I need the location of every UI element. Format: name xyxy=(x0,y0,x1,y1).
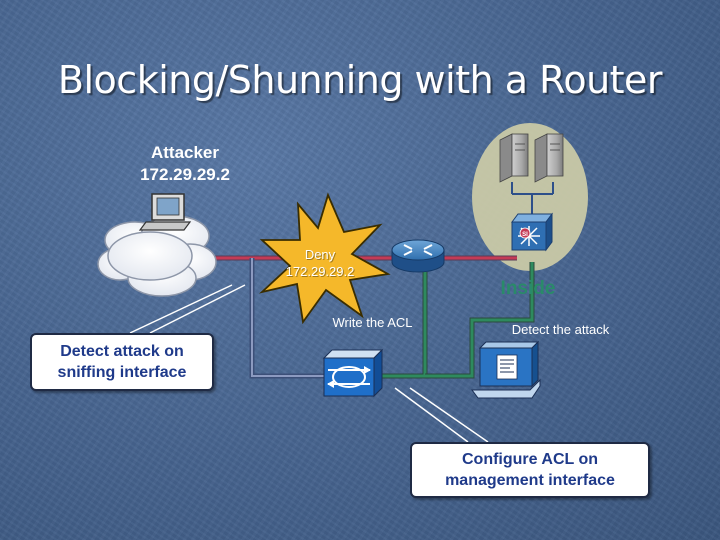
attacker-pc-icon xyxy=(138,193,192,231)
management-links xyxy=(372,262,535,379)
attacker-ip: 172.29.29.2 xyxy=(140,165,230,184)
deny-line1: Deny xyxy=(304,247,336,262)
attacker-label: Attacker 172.29.29.2 xyxy=(110,142,260,186)
callout-pointers xyxy=(129,284,489,443)
deny-line2: 172.29.29.2 xyxy=(285,264,355,279)
router-icon xyxy=(391,239,445,273)
deny-burst-icon xyxy=(258,192,391,325)
detect-attack-label: Detect the attack xyxy=(511,322,610,337)
deny-label: Deny 172.29.29.2 xyxy=(270,246,370,280)
attacker-name: Attacker xyxy=(150,143,220,162)
switch-si-badge: SI xyxy=(522,232,528,238)
sniffing-link xyxy=(249,258,330,379)
sniffing-callout: Detect attack on sniffing interface xyxy=(30,333,214,391)
write-acl-label: Write the ACL xyxy=(332,315,413,330)
server-icon xyxy=(499,133,564,214)
multilayer-switch-icon xyxy=(511,212,553,252)
management-callout-line2: management interface xyxy=(445,472,615,489)
management-callout: Configure ACL on management interface xyxy=(410,442,650,498)
management-callout-line1: Configure ACL on xyxy=(462,451,598,468)
sniffing-callout-line2: sniffing interface xyxy=(57,364,187,381)
cloud-icon xyxy=(97,215,217,297)
slide-title: Blocking/Shunning with a Router xyxy=(57,58,663,102)
sniffing-callout-line1: Detect attack on xyxy=(60,343,184,360)
ids-sensor-icon xyxy=(322,348,384,398)
management-console-icon xyxy=(471,340,541,399)
inside-label: Inside xyxy=(500,278,556,299)
